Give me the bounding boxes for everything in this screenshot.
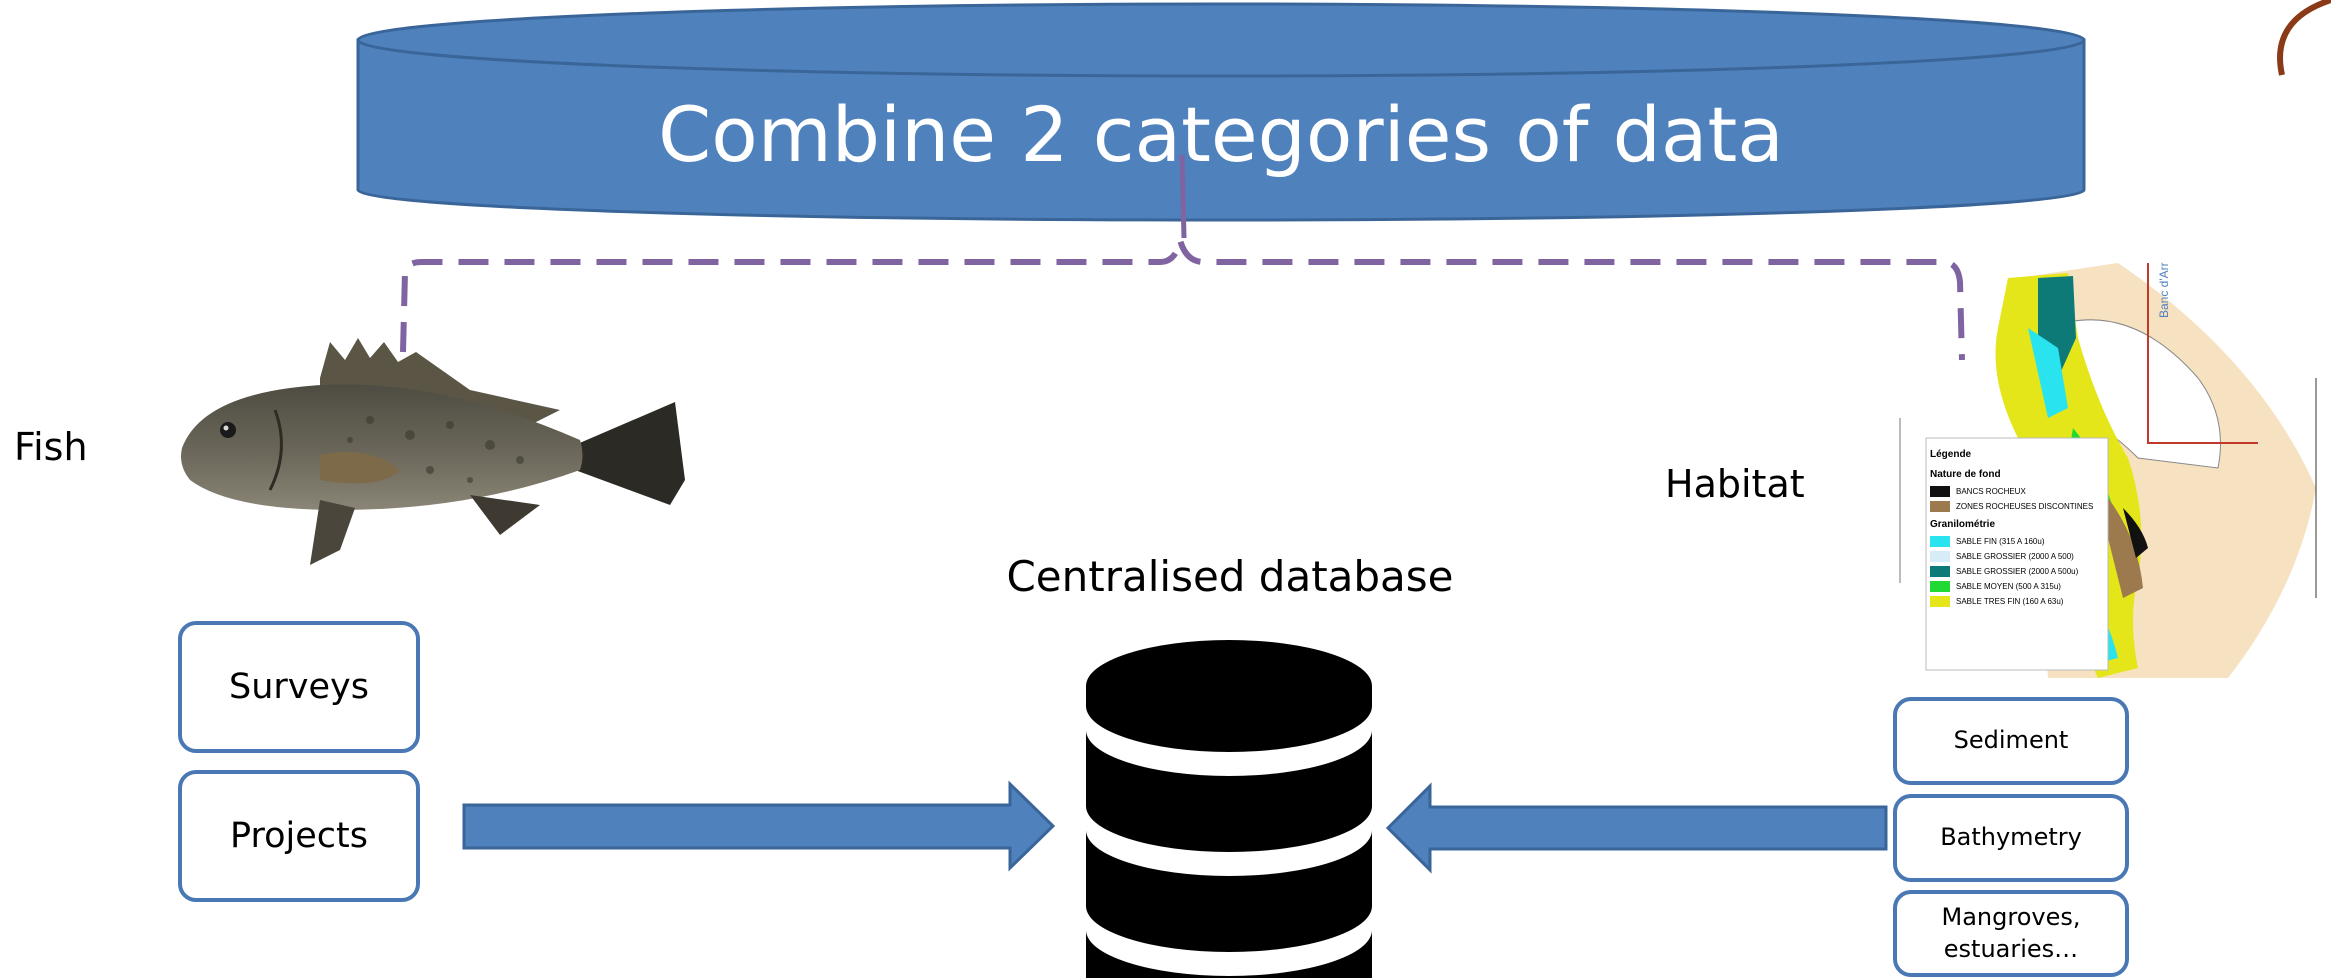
arrow-left <box>1385 782 1888 874</box>
title-cylinder <box>356 38 2086 222</box>
corner-swoosh <box>2277 0 2331 76</box>
legend-item: SABLE MOYEN (500 A 315u) <box>1930 581 2110 592</box>
legend-item-label: SABLE GROSSIER (2000 A 500) <box>1956 551 2074 561</box>
surveys-box: Surveys <box>178 621 420 753</box>
legend-item-label: SABLE TRES FIN (160 A 63u) <box>1956 596 2064 606</box>
legend-swatch <box>1930 501 1950 512</box>
fish-label: Fish <box>14 425 88 469</box>
dashed-connector <box>400 239 1965 361</box>
diagram-title: Combine 2 categories of data <box>658 90 1784 179</box>
habitat-map-image: Banc d'Arr <box>1899 262 2317 678</box>
bathymetry-box: Bathymetry <box>1893 794 2129 882</box>
legend-swatch <box>1930 566 1950 577</box>
connector-stem <box>1179 154 1187 239</box>
title-cylinder-top <box>356 2 2086 78</box>
arrow-right <box>462 780 1056 872</box>
map-legend: Légende Nature de fond BANCS ROCHEUX ZON… <box>1930 450 2110 607</box>
legend-section-2: Granilométrie <box>1930 519 1996 530</box>
legend-swatch <box>1930 486 1950 497</box>
fish-image <box>181 338 685 565</box>
projects-box: Projects <box>178 770 420 902</box>
legend-item: ZONES ROCHEUSES DISCONTINES <box>1930 501 2110 512</box>
legend-swatch <box>1930 536 1950 547</box>
legend-section-1: Nature de fond <box>1930 469 2001 480</box>
legend-item-label: SABLE MOYEN (500 A 315u) <box>1956 581 2061 591</box>
habitat-label: Habitat <box>1665 462 1805 506</box>
legend-item: SABLE FIN (315 A 160u) <box>1930 536 2110 547</box>
legend-item-label: ZONES ROCHEUSES DISCONTINES <box>1956 501 2094 511</box>
legend-item: SABLE TRES FIN (160 A 63u) <box>1930 596 2110 607</box>
database-icon <box>1086 640 1372 978</box>
legend-item-label: BANCS ROCHEUX <box>1956 486 2026 496</box>
legend-item: SABLE GROSSIER (2000 A 500) <box>1930 551 2110 562</box>
legend-swatch <box>1930 581 1950 592</box>
sediment-box: Sediment <box>1893 697 2129 785</box>
legend-item-label: SABLE GROSSIER (2000 A 500u) <box>1956 566 2079 576</box>
mangroves-box: Mangroves, estuaries… <box>1893 890 2129 977</box>
legend-swatch <box>1930 551 1950 562</box>
database-label: Centralised database <box>1006 552 1454 601</box>
legend-item-label: SABLE FIN (315 A 160u) <box>1956 536 2045 546</box>
legend-title: Légende <box>1930 449 1972 460</box>
map-text: Banc d'Arr <box>2157 262 2171 318</box>
legend-item: SABLE GROSSIER (2000 A 500u) <box>1930 566 2110 577</box>
legend-swatch <box>1930 596 1950 607</box>
legend-item: BANCS ROCHEUX <box>1930 486 2110 497</box>
